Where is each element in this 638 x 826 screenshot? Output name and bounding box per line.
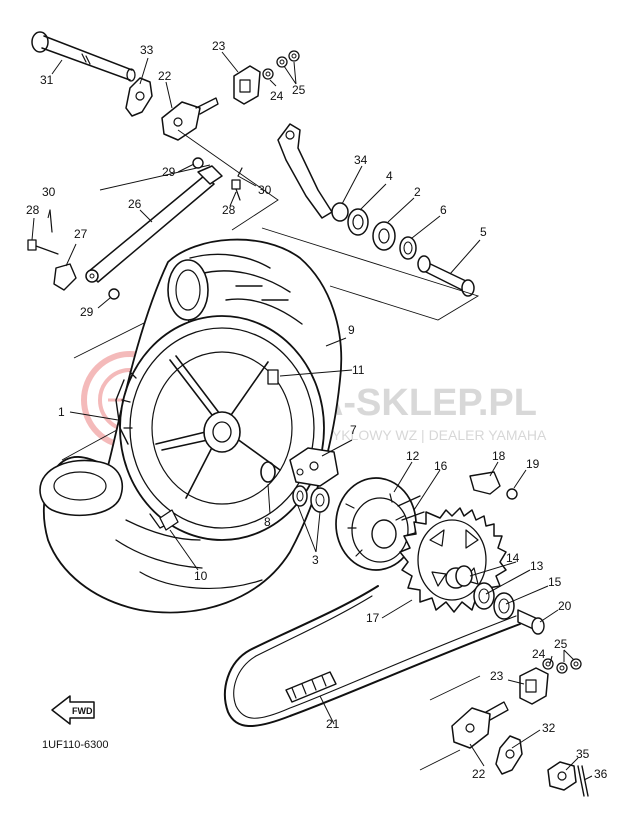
leader-lines xyxy=(31,51,593,781)
damper-7 xyxy=(289,447,339,487)
label-part-33: 33 xyxy=(140,43,154,57)
label-part-20: 20 xyxy=(558,599,572,613)
label-part-16: 16 xyxy=(434,459,448,473)
bearings-3 xyxy=(292,485,330,513)
collar-spacer xyxy=(417,255,475,297)
left-bearing-stack xyxy=(331,202,417,260)
label-part-26: 26 xyxy=(128,197,142,211)
bolt-28-center xyxy=(231,167,243,201)
label-part-17: 17 xyxy=(366,611,380,625)
label-part-31: 31 xyxy=(40,73,54,87)
chain-adjuster-plate-upper xyxy=(125,77,153,117)
label-part-6: 6 xyxy=(440,203,447,217)
cotter-pin-36 xyxy=(577,765,589,797)
label-part-35: 35 xyxy=(576,747,590,761)
label-part-12: 12 xyxy=(406,449,420,463)
label-part-29-lower: 29 xyxy=(80,305,94,319)
label-part-15: 15 xyxy=(548,575,562,589)
sprocket-hub-12 xyxy=(335,477,427,571)
label-part-11: 11 xyxy=(352,363,365,377)
label-part-36: 36 xyxy=(594,767,608,781)
fwd-label: FWD xyxy=(72,706,93,716)
adjuster-block-lower xyxy=(519,667,549,705)
label-part-34: 34 xyxy=(354,153,368,167)
label-part-30-left: 30 xyxy=(42,185,56,199)
chain-puller-upper xyxy=(161,97,219,141)
bracket-18 xyxy=(469,471,501,495)
chain-puller-lower xyxy=(451,701,509,749)
label-part-4: 4 xyxy=(386,169,393,183)
rear-wheel-rim xyxy=(115,315,325,541)
label-part-23-lower: 23 xyxy=(490,669,504,683)
label-part-28-left: 28 xyxy=(26,203,40,217)
bracket-27 xyxy=(53,263,77,291)
chain-adjuster-plate-lower xyxy=(495,735,523,775)
label-part-5: 5 xyxy=(480,225,487,239)
label-part-10: 10 xyxy=(194,569,208,583)
part-number-labels: 31 33 22 23 24 25 29 30 28 26 30 28 27 2… xyxy=(26,39,608,781)
bolt-28-left xyxy=(27,239,59,255)
label-part-19: 19 xyxy=(526,457,540,471)
label-part-13: 13 xyxy=(530,559,544,573)
axle-nut-35 xyxy=(547,761,577,791)
figure-code: 1UF110-6300 xyxy=(42,739,108,751)
nut-29-upper xyxy=(192,157,204,169)
label-part-18: 18 xyxy=(492,449,506,463)
drive-chain-21 xyxy=(224,585,521,728)
nuts-upper xyxy=(262,50,300,80)
label-part-9: 9 xyxy=(348,323,355,337)
label-part-25-upper: 25 xyxy=(292,83,306,97)
nuts-lower xyxy=(542,658,582,674)
label-part-25-lower: 25 xyxy=(554,637,568,651)
label-part-32: 32 xyxy=(542,721,556,735)
label-part-28-center: 28 xyxy=(222,203,236,217)
label-part-3: 3 xyxy=(312,553,319,567)
watermark-tagline: MOTOCYKLOWY WZ | DEALER YAMAHA xyxy=(280,427,547,443)
label-part-21: 21 xyxy=(326,717,340,731)
label-part-27: 27 xyxy=(74,227,88,241)
label-part-22-lower: 22 xyxy=(472,767,486,781)
adjuster-block-upper xyxy=(233,65,261,105)
swingarm-end xyxy=(277,123,333,219)
label-part-22-upper: 22 xyxy=(158,69,172,83)
label-part-23-upper: 23 xyxy=(212,39,226,53)
label-part-29-upper: 29 xyxy=(162,165,176,179)
label-part-24-upper: 24 xyxy=(270,89,284,103)
nut-29-lower xyxy=(108,288,120,300)
label-part-30-center: 30 xyxy=(258,183,272,197)
forward-arrow-icon: FWD xyxy=(51,695,95,725)
label-part-14: 14 xyxy=(506,551,520,565)
label-part-2: 2 xyxy=(414,185,421,199)
tension-bar xyxy=(85,165,223,283)
circlip-8 xyxy=(260,461,276,483)
label-part-8: 8 xyxy=(264,515,271,529)
label-part-24-lower: 24 xyxy=(532,647,546,661)
label-part-1: 1 xyxy=(58,405,65,419)
nut-19 xyxy=(506,488,518,500)
rear-axle xyxy=(31,31,136,82)
label-part-7: 7 xyxy=(350,423,357,437)
pin-30-left xyxy=(49,209,53,233)
right-bearing-stack xyxy=(455,565,545,635)
